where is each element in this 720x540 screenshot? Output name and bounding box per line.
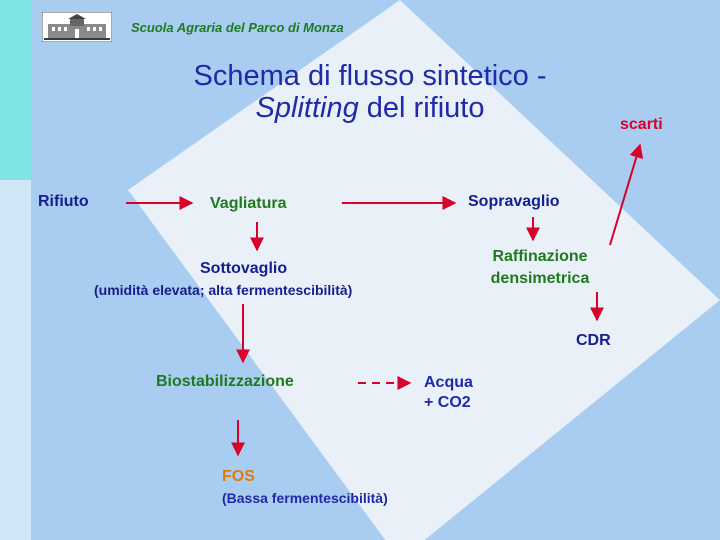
fos-note: (Bassa fermentescibilità) xyxy=(222,490,388,506)
arrow-raffinazione-scarti xyxy=(609,143,644,246)
title-rest: del rifiuto xyxy=(366,92,485,124)
building-logo-icon xyxy=(42,12,112,42)
node-sottovaglio: Sottovaglio xyxy=(200,260,288,277)
node-fos: FOS xyxy=(222,468,255,485)
acqua-line-1: Acqua xyxy=(424,374,473,391)
node-acqua-co2: Acqua + CO2 xyxy=(424,373,473,413)
node-sopravaglio: Sopravaglio xyxy=(468,193,560,210)
left-bar-accent xyxy=(0,0,31,180)
raffinazione-line-1: Raffinazione xyxy=(492,248,588,265)
slide-title: Schema di flusso sintetico - Splitting d… xyxy=(130,60,610,124)
raffinazione-line-2: densimetrica xyxy=(490,270,590,287)
title-line-1: Schema di flusso sintetico - xyxy=(193,60,547,92)
node-vagliatura: Vagliatura xyxy=(210,195,287,212)
node-scarti: scarti xyxy=(620,116,663,133)
school-name: Scuola Agraria del Parco di Monza xyxy=(131,20,344,35)
title-line-2: Splitting del rifiuto xyxy=(130,92,610,124)
node-biostabilizzazione: Biostabilizzazione xyxy=(156,373,294,390)
title-italic: Splitting xyxy=(255,92,359,124)
node-rifiuto: Rifiuto xyxy=(38,193,89,210)
node-cdr: CDR xyxy=(576,332,611,349)
node-raffinazione: Raffinazione densimetrica xyxy=(470,246,610,290)
sottovaglio-note: (umidità elevata; alta fermentescibilità… xyxy=(94,282,353,298)
acqua-line-2: + CO2 xyxy=(424,394,471,411)
